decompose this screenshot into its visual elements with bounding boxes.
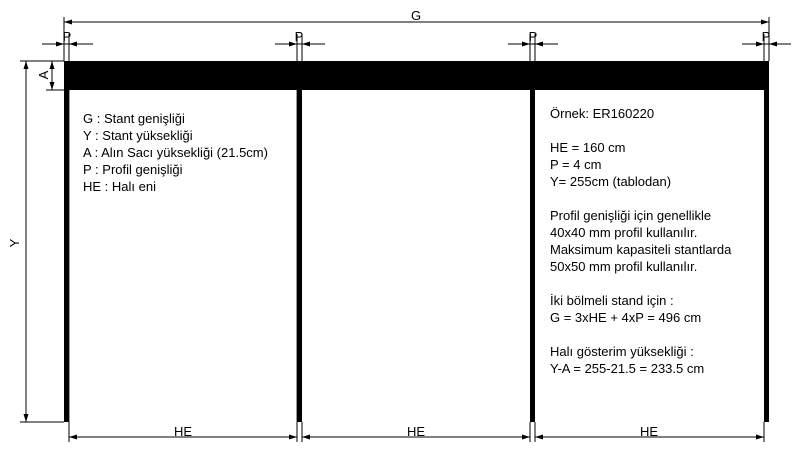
profile-note-line: 50x50 mm profil kullanılır.	[550, 259, 698, 274]
profile-note-line: 40x40 mm profil kullanılır.	[550, 225, 698, 240]
legend-block: G : Stant genişliği Y : Stant yüksekliği…	[83, 110, 268, 195]
example-block: Örnek: ER160220 HE = 160 cm P = 4 cm Y= …	[550, 105, 731, 377]
height-calc-title: Halı gösterim yüksekliği :	[550, 344, 694, 359]
example-title: Örnek: ER160220	[550, 106, 655, 121]
example-param-he: HE = 160 cm	[550, 140, 626, 155]
legend-he: HE : Halı eni	[83, 179, 156, 194]
example-param-p: P = 4 cm	[550, 157, 602, 172]
a-label: A	[36, 70, 51, 79]
legend-p: P : Profil genişliği	[83, 162, 183, 177]
width-calc-formula: G = 3xHE + 4xP = 496 cm	[550, 310, 702, 325]
p-label-2: P	[295, 29, 304, 44]
p-label-4: P	[762, 29, 771, 44]
y-label: Y	[7, 238, 22, 247]
he-label-2: HE	[407, 424, 425, 439]
legend-g: G : Stant genişliği	[83, 111, 185, 126]
width-calc-title: İki bölmeli stand için :	[550, 293, 674, 308]
g-label: G	[411, 8, 421, 23]
profile-post-3	[530, 90, 535, 422]
he-label-1: HE	[174, 424, 192, 439]
legend-y: Y : Stant yüksekliği	[83, 128, 193, 143]
profile-post-1	[64, 90, 69, 422]
legend-a: A : Alın Sacı yüksekliği (21.5cm)	[83, 145, 268, 160]
profile-note-line: Profil genişliği için genellikle	[550, 208, 712, 223]
profile-post-2	[297, 90, 302, 422]
profile-note-line: Maksimum kapasiteli stantlarda	[550, 242, 732, 257]
p-label-3: P	[529, 29, 538, 44]
profile-post-4	[764, 90, 769, 422]
height-calc-formula: Y-A = 255-21.5 = 233.5 cm	[550, 361, 705, 376]
fascia-bar	[64, 61, 769, 90]
example-param-y: Y= 255cm (tablodan)	[550, 174, 672, 189]
he-label-3: HE	[640, 424, 658, 439]
p-label-1: P	[63, 29, 72, 44]
